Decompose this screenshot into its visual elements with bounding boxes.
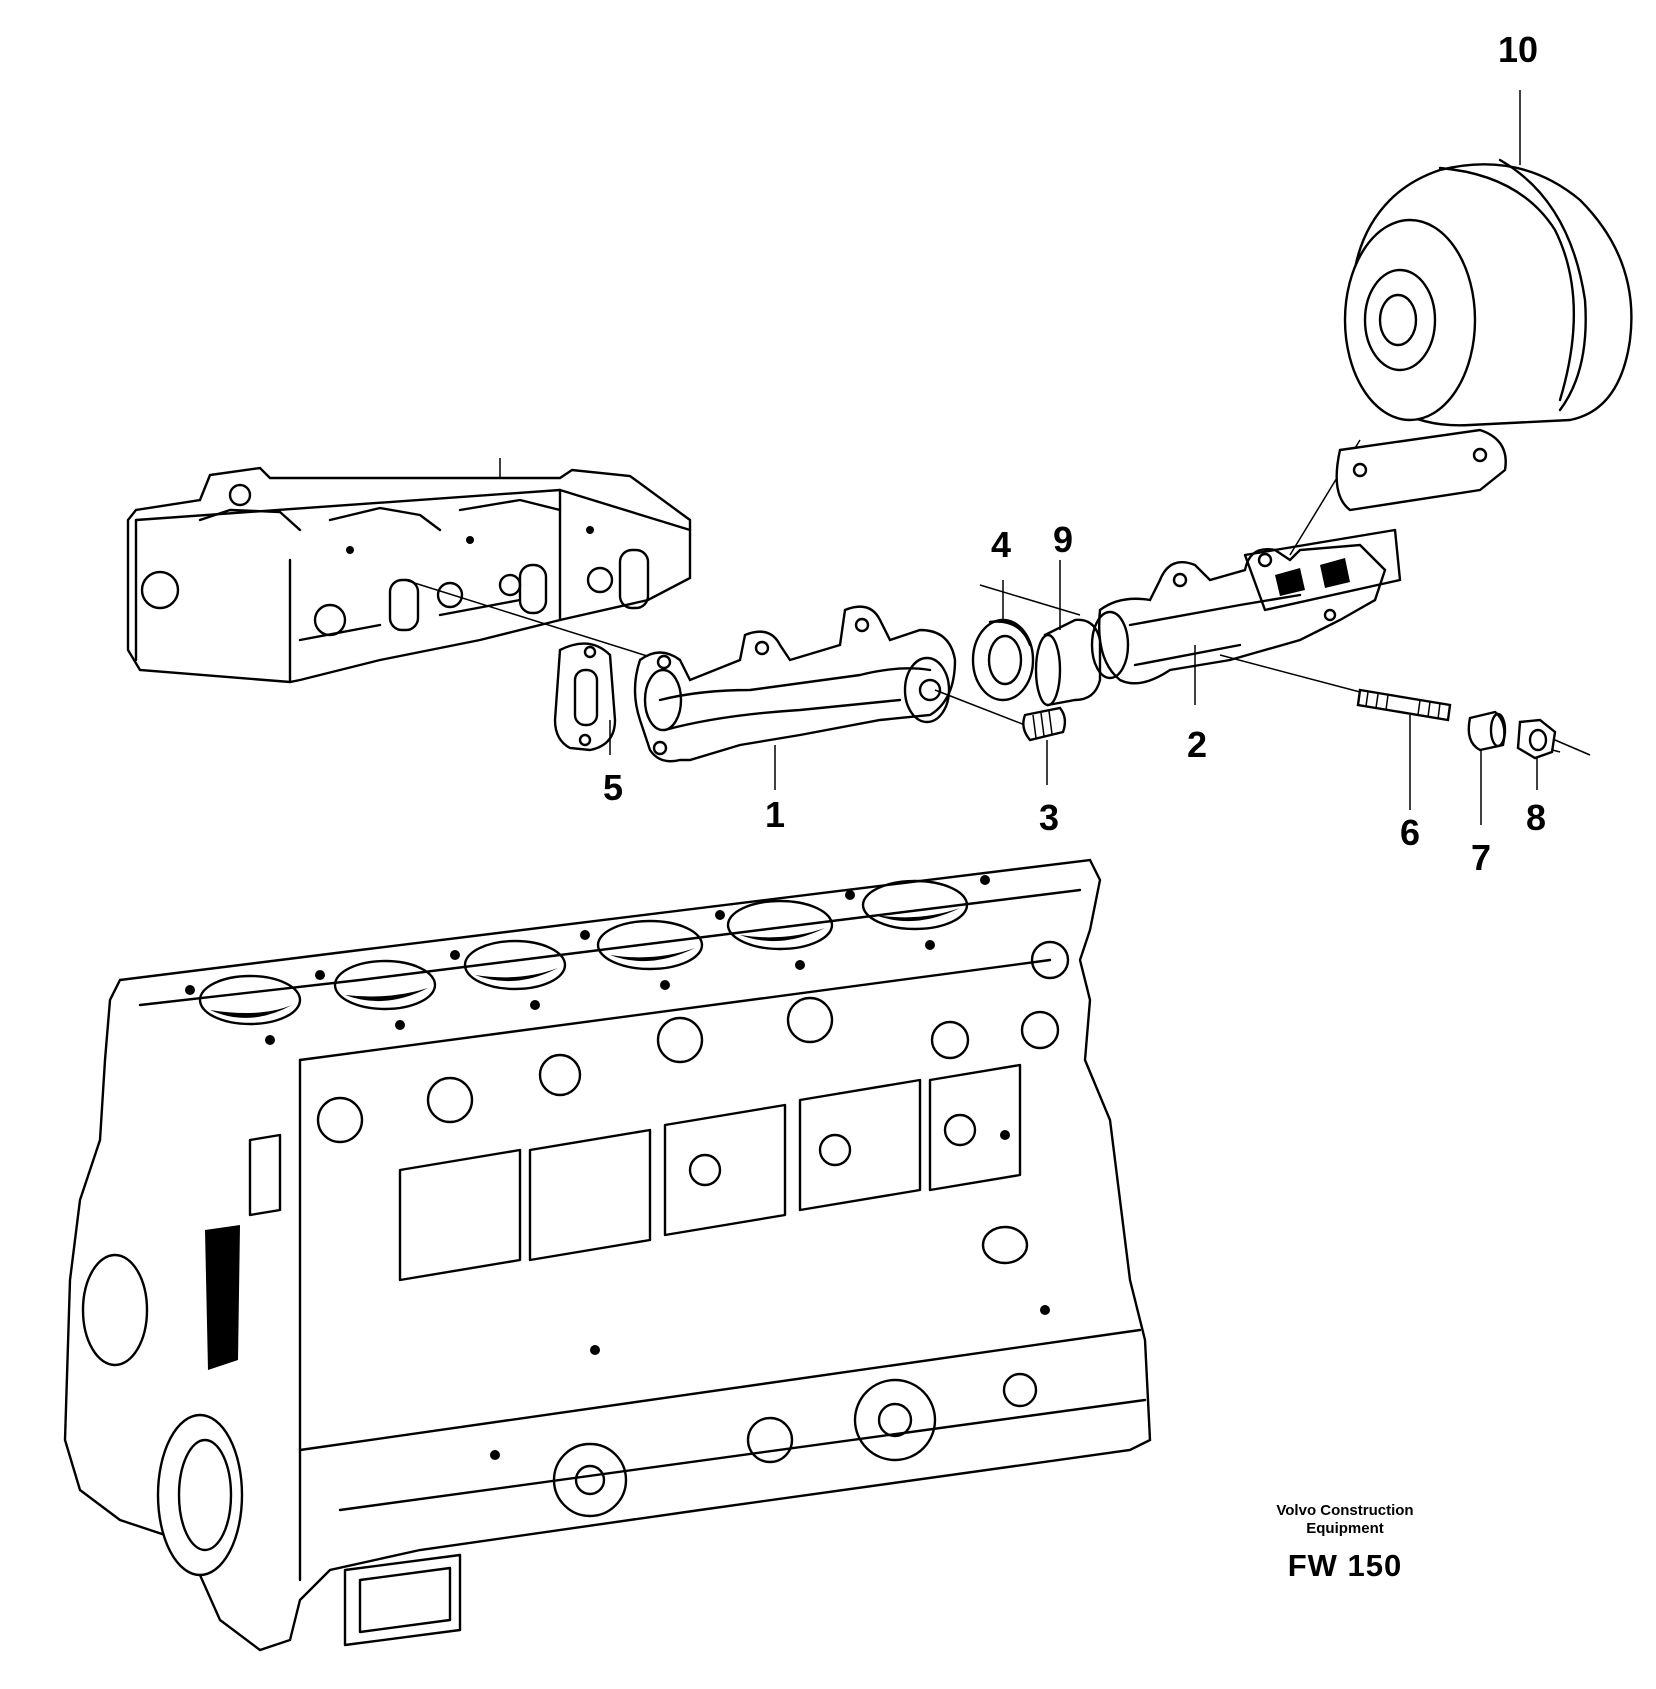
callout-6: 6 [1400, 812, 1420, 853]
turbocharger [1335, 158, 1633, 512]
callout-8: 8 [1526, 797, 1546, 838]
nut [1516, 718, 1591, 760]
stud-short [1022, 706, 1067, 742]
assembly-line-stud-long [1219, 654, 1361, 693]
stud-long [1356, 688, 1452, 722]
callout-1: 1 [765, 794, 785, 835]
callout-leaders [609, 90, 1538, 825]
assembly-line-head [404, 579, 661, 661]
publisher-name-line2: Equipment [1306, 1520, 1384, 1537]
engine-block [63, 858, 1152, 1652]
gasket [553, 642, 617, 752]
callout-5: 5 [603, 767, 623, 808]
publisher-footer: Volvo Construction Equipment FW 150 [1230, 1502, 1460, 1584]
callout-10: 10 [1498, 29, 1538, 70]
sleeve [979, 584, 1102, 707]
spacer-sleeve [1467, 710, 1507, 752]
manifold-front [633, 605, 957, 763]
callout-7: 7 [1471, 837, 1491, 878]
manifold-rear [1090, 528, 1402, 685]
figure-code: FW 150 [1287, 1548, 1403, 1583]
assembly-line-stud [934, 689, 1026, 726]
publisher-name-line1: Volvo Construction [1276, 1502, 1414, 1519]
deck-holes [185, 875, 1050, 1460]
cylinder-head [126, 458, 692, 684]
callout-2: 2 [1187, 724, 1207, 765]
seal-ring [971, 618, 1035, 702]
callout-3: 3 [1039, 797, 1059, 838]
callout-9: 9 [1053, 519, 1073, 560]
callout-4: 4 [991, 524, 1011, 565]
